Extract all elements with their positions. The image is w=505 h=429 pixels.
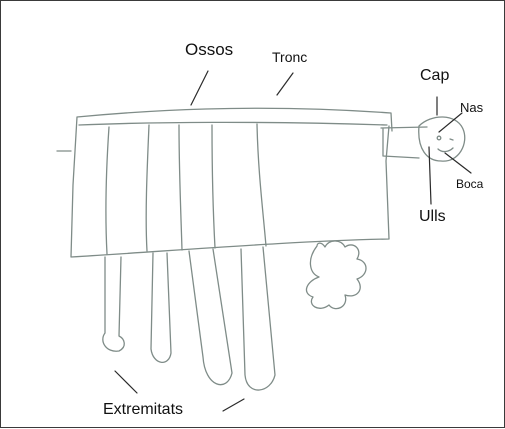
head-nose bbox=[450, 139, 453, 140]
label-extremitats: Extremitats bbox=[103, 402, 183, 418]
tronc-leader bbox=[277, 73, 293, 95]
head-mouth bbox=[438, 148, 453, 152]
label-cap: Cap bbox=[420, 68, 449, 84]
leg-2 bbox=[151, 253, 171, 362]
bone-stripes bbox=[106, 124, 266, 254]
label-ossos: Ossos bbox=[185, 41, 233, 58]
ulls-leader bbox=[429, 147, 431, 204]
head-eye bbox=[437, 136, 441, 140]
label-ulls: Ulls bbox=[419, 209, 446, 225]
head-outline bbox=[419, 117, 465, 161]
extremitats-leader-left bbox=[115, 371, 137, 393]
udder bbox=[306, 241, 366, 309]
leg-3 bbox=[189, 249, 232, 385]
label-tronc: Tronc bbox=[272, 50, 307, 64]
extremitats-leader-right bbox=[223, 399, 244, 411]
label-boca: Boca bbox=[456, 178, 483, 190]
ossos-leader bbox=[191, 71, 208, 105]
torso-outline bbox=[57, 108, 392, 257]
leg-1 bbox=[103, 257, 124, 351]
leg-4 bbox=[241, 247, 275, 390]
label-nas: Nas bbox=[460, 101, 483, 114]
boca-leader bbox=[445, 153, 471, 173]
